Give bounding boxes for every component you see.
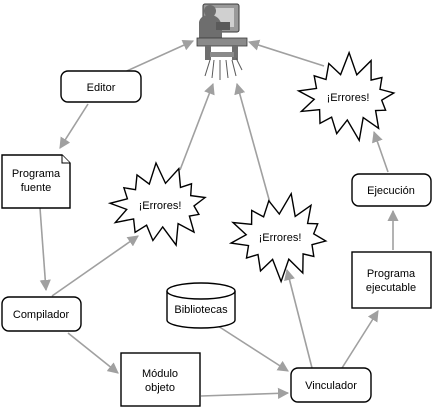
arrows <box>39 39 399 399</box>
arrow-execution-to-errors <box>372 130 389 173</box>
arrow-editor-to-programmer <box>117 40 195 76</box>
execution-node: Ejecución <box>351 173 432 207</box>
arrow-object-to-linker <box>200 387 290 399</box>
arrow-compiler-to-errors <box>51 235 139 297</box>
linker-label: Vinculador <box>305 380 357 392</box>
arrow-linker-to-errors <box>284 268 313 369</box>
arrow-errors-to-programmer <box>179 82 215 171</box>
arrow-linker-to-exec-program <box>341 310 379 369</box>
execution-label: Ejecución <box>367 185 415 197</box>
runtime-errors-label: ¡Errores! <box>327 92 370 104</box>
arrow-errors-to-programmer-3 <box>247 39 325 67</box>
executable-program-node: Programa ejecutable <box>351 251 432 309</box>
compiler-label: Compilador <box>13 309 70 321</box>
object-module-label-line1: Módulo <box>142 368 178 380</box>
programmer-at-computer-icon <box>196 3 248 80</box>
editor-label: Editor <box>87 82 116 94</box>
link-errors-label: ¡Errores! <box>259 232 302 244</box>
compile-errors-label: ¡Errores! <box>139 200 182 212</box>
editor-node: Editor <box>60 70 142 103</box>
executable-program-label-line2: ejecutable <box>366 282 416 294</box>
libraries-label: Bibliotecas <box>174 304 228 316</box>
source-program-label-line1: Programa <box>12 168 61 180</box>
runtime-errors-burst: ¡Errores! <box>296 50 396 143</box>
link-errors-burst: ¡Errores! <box>228 191 328 284</box>
compile-errors-burst: ¡Errores! <box>107 161 207 247</box>
arrow-source-to-compiler <box>39 207 51 292</box>
arrow-editor-to-source <box>59 103 89 149</box>
object-module-node: Módulo objeto <box>120 352 201 407</box>
linker-node: Vinculador <box>290 367 372 403</box>
source-program-node: Programa fuente <box>1 154 71 209</box>
object-module-label-line2: objeto <box>145 382 175 394</box>
source-program-label-line2: fuente <box>21 182 52 194</box>
arrow-errors-to-programmer-2 <box>234 82 271 204</box>
arrow-compiler-to-object <box>67 332 119 374</box>
arrow-libraries-to-linker <box>217 325 289 372</box>
compiler-node: Compilador <box>1 296 82 332</box>
libraries-node: Bibliotecas <box>166 282 236 329</box>
executable-program-label-line1: Programa <box>367 268 416 280</box>
